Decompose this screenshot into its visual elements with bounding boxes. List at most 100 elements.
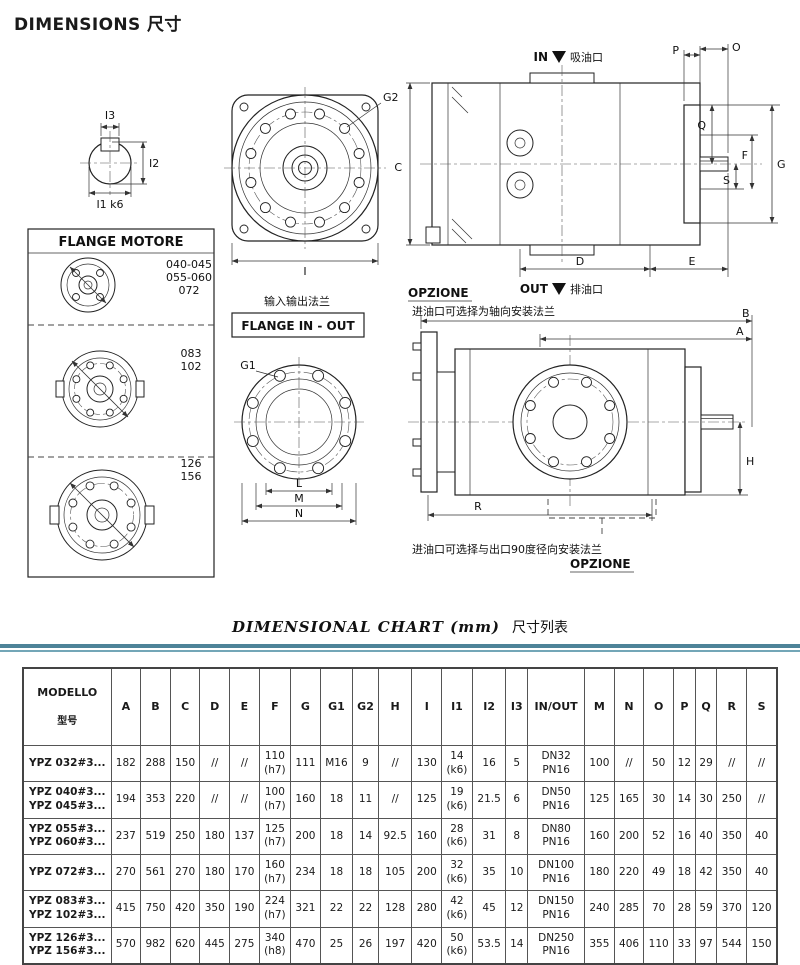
chart-header: DIMENSIONAL CHART (mm)尺寸列表 xyxy=(0,617,800,637)
dim-cell-o: 70 xyxy=(643,890,674,928)
in-port-label: IN 吸油口 xyxy=(533,50,603,64)
dim-cell-q: 42 xyxy=(694,854,718,892)
dim-cell-i1: 32 (k6) xyxy=(441,854,473,892)
flange-inout-title-cn: 输入输出法兰 xyxy=(264,294,330,308)
dim-cell-q: 40 xyxy=(694,817,718,856)
dim-cell-i2: 21.5 xyxy=(471,781,507,819)
flange-size-label: 126 xyxy=(181,457,202,470)
dim-cell-c: 250 xyxy=(169,817,201,856)
dim-cell-g2: 18 xyxy=(352,854,379,892)
dim-cell-g2: 26 xyxy=(352,926,379,965)
dim-cell-g1: 25 xyxy=(319,926,354,965)
column-header-a: A xyxy=(110,667,142,747)
flange-motore-panel: FLANGE MOTORE 040-045 055-060 072 xyxy=(27,228,215,578)
dim-cell-in-out: DN150 PN16 xyxy=(527,890,586,928)
dim-cell-b: 519 xyxy=(140,817,171,856)
dim-cell-f: 100 (h7) xyxy=(258,781,292,819)
dim-cell-e: 275 xyxy=(229,926,260,965)
dim-cell-s: 120 xyxy=(746,890,778,928)
dim-cell-m: 355 xyxy=(584,926,615,965)
flange-size-label: 083 xyxy=(181,347,202,360)
model-header-cn: 型号 xyxy=(57,715,78,727)
column-header-o: O xyxy=(643,667,674,747)
flange-size-label: 156 xyxy=(181,470,202,483)
out-port-label: OUT 排油口 xyxy=(520,282,603,296)
dim-cell-i2: 31 xyxy=(471,817,507,856)
dim-cell-g1: 18 xyxy=(319,854,354,892)
dim-cell-a: 237 xyxy=(110,817,142,856)
dim-cell-g1: 18 xyxy=(319,817,354,856)
column-header-i3: I3 xyxy=(505,667,529,747)
dim-l: L xyxy=(265,477,333,495)
dim-label-e: E xyxy=(689,255,696,268)
dim-cell-o: 49 xyxy=(643,854,674,892)
motor-flange-mid xyxy=(55,350,145,428)
dim-label-q: Q xyxy=(697,119,706,132)
dim-cell-in-out: DN32 PN16 xyxy=(527,745,586,783)
dim-cell-m: 160 xyxy=(584,817,615,856)
flange-inout-section: 输入输出法兰 FLANGE IN - OUT G1 L xyxy=(231,294,365,525)
dim-cell-h: 128 xyxy=(377,890,413,928)
dim-cell-i3: 14 xyxy=(505,926,529,965)
dim-cell-i2: 16 xyxy=(471,745,507,783)
dim-cell-c: 270 xyxy=(169,854,201,892)
dim-cell-f: 224 (h7) xyxy=(258,890,292,928)
dim-label-g1: G1 xyxy=(240,359,256,372)
column-header-n: N xyxy=(613,667,645,747)
opzione-top-note-cn: 进油口可选择为轴向安装法兰 xyxy=(412,304,555,318)
column-header-in-out: IN/OUT xyxy=(527,667,586,747)
dim-label-i3: I3 xyxy=(105,109,115,122)
dim-g: G xyxy=(700,104,786,224)
dim-cell-p: 14 xyxy=(673,781,696,819)
dim-cell-g: 234 xyxy=(290,854,321,892)
column-header-d: D xyxy=(199,667,231,747)
dim-cell-in-out: DN250 PN16 xyxy=(527,926,586,965)
dim-cell-d: // xyxy=(199,781,231,819)
dim-cell-r: 544 xyxy=(716,926,748,965)
dim-cell-p: 33 xyxy=(673,926,696,965)
dim-label-p: P xyxy=(672,44,679,57)
dim-m: M xyxy=(255,483,343,510)
dim-s: S xyxy=(700,163,744,190)
opzione-bottom-label: OPZIONE xyxy=(570,557,631,571)
column-header-g2: G2 xyxy=(352,667,379,747)
dim-o: O xyxy=(699,41,741,153)
dim-cell-s: 40 xyxy=(746,817,778,856)
dim-cell-d: 180 xyxy=(199,817,231,856)
dim-cell-in-out: DN50 PN16 xyxy=(527,781,586,819)
dim-cell-n: // xyxy=(613,745,645,783)
dim-r: R xyxy=(427,495,653,521)
dim-cell-g: 470 xyxy=(290,926,321,965)
dim-label-d: D xyxy=(576,255,584,268)
column-header-s: S xyxy=(746,667,778,747)
dim-i3: I3 xyxy=(100,109,120,136)
axial-flange-option xyxy=(412,331,456,493)
dim-g2: G2 xyxy=(346,91,399,128)
pump-side-view: C IN 吸油口 xyxy=(394,41,785,296)
dim-cell-i3: 5 xyxy=(505,745,529,783)
dim-label-g2: G2 xyxy=(383,91,399,104)
dim-cell-r: 350 xyxy=(716,854,748,892)
dim-label-r: R xyxy=(474,500,482,513)
dim-cell-o: 52 xyxy=(643,817,674,856)
out-label: OUT xyxy=(520,282,549,296)
dim-cell-i: 160 xyxy=(411,817,443,856)
dim-cell-a: 182 xyxy=(110,745,142,783)
dim-i-width: I xyxy=(231,243,379,278)
column-header-p: P xyxy=(673,667,696,747)
dim-label-o: O xyxy=(732,41,741,54)
model-cell: YPZ 032#3... xyxy=(22,745,112,783)
dim-cell-r: 370 xyxy=(716,890,748,928)
column-header-m: M xyxy=(584,667,615,747)
dim-cell-g2: 9 xyxy=(352,745,379,783)
dim-cell-g1: M16 xyxy=(319,745,354,783)
column-header-e: E xyxy=(229,667,260,747)
side-body-outline xyxy=(420,65,762,263)
dim-cell-f: 125 (h7) xyxy=(258,817,292,856)
dim-cell-h: 197 xyxy=(377,926,413,965)
dim-cell-i: 130 xyxy=(411,745,443,783)
flange-size-label: 072 xyxy=(179,284,200,297)
dim-label-n: N xyxy=(295,507,303,520)
